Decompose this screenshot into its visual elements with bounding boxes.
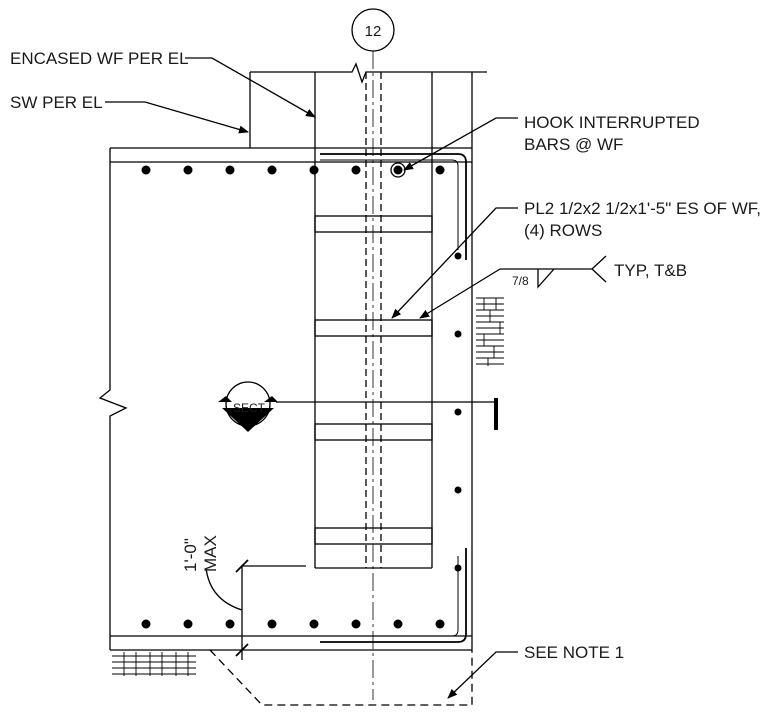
rebar-bottom-2: [183, 619, 193, 629]
rebar-side-5: [454, 564, 462, 572]
rebar-top-5: [309, 165, 319, 175]
plate-row-2: [314, 319, 433, 337]
rebar-bottom-6: [351, 619, 361, 629]
dim-leader: [205, 567, 243, 611]
rebar-side-2: [454, 330, 462, 338]
rebar-bottom-4: [267, 619, 277, 629]
bottom-hook-bar-inner: [320, 556, 459, 637]
leader-encased-wf: [185, 57, 316, 118]
dim-value: 1'-0": [181, 538, 200, 572]
label-hook-line2: BARS @ WF: [524, 135, 623, 154]
dim-max: MAX: [201, 535, 220, 572]
dimension-label: 1'-0" MAX: [181, 535, 220, 572]
rebar-side-4: [454, 486, 462, 494]
rebar-side-1: [454, 252, 462, 260]
section-triangle-bottom: [222, 408, 274, 432]
footing-dashed-outline: [209, 649, 473, 706]
grid-bubble-label: 12: [365, 23, 382, 40]
rebar-top-2: [183, 165, 193, 175]
rebar-side-3: [454, 408, 462, 416]
leader-hook: [403, 117, 518, 171]
section-triangle-upper: [218, 396, 232, 402]
top-hook-bar-inner: [320, 159, 459, 250]
rebar-top-7: [393, 165, 403, 175]
leader-sw: [105, 101, 249, 134]
label-sw-per-el: SW PER EL: [10, 93, 103, 112]
top-hook-bar: [320, 153, 467, 260]
label-see-note: SEE NOTE 1: [524, 643, 624, 662]
hatch-right: [476, 297, 504, 366]
label-encased-wf: ENCASED WF PER EL: [10, 49, 189, 68]
rebar-bottom-1: [141, 619, 151, 629]
plate-row-3: [314, 423, 433, 441]
rebar-bottom-7: [393, 619, 403, 629]
label-hook-line1: HOOK INTERRUPTED: [524, 113, 700, 132]
left-break-line: [98, 148, 128, 650]
label-pl-line2: (4) ROWS: [524, 221, 602, 240]
dim-tick-top: [235, 559, 249, 573]
section-triangle-upper-right: [264, 396, 278, 402]
rebar-bottom-3: [225, 619, 235, 629]
bottom-hook-bar: [320, 548, 467, 643]
rebar-top-8: [435, 165, 445, 175]
top-break-line: [250, 62, 487, 84]
rebar-top-3: [225, 165, 235, 175]
rebar-bottom-8: [435, 619, 445, 629]
plate-row-4: [314, 527, 433, 545]
leader-weld: [419, 268, 501, 319]
rebar-top-6: [351, 165, 361, 175]
rebar-bottom-5: [309, 619, 319, 629]
hatch-bottom: [112, 652, 196, 676]
rebar-top-1: [141, 165, 151, 175]
leader-see-note: [447, 651, 518, 699]
section-tag: SECT: [233, 401, 266, 415]
rebar-top-4: [267, 165, 277, 175]
weld-fillet-symbol: [537, 268, 555, 289]
weld-note: TYP, T&B: [614, 261, 687, 280]
dim-tick-bottom: [235, 643, 249, 657]
hook-bar-at-wf: [390, 162, 406, 178]
leader-plate: [391, 207, 518, 319]
label-pl-line1: PL2 1/2x2 1/2x1'-5" ES OF WF,: [524, 199, 760, 218]
plate-row-1: [314, 215, 433, 233]
weld-tail: [591, 255, 607, 283]
weld-size: 7/8: [512, 274, 529, 288]
